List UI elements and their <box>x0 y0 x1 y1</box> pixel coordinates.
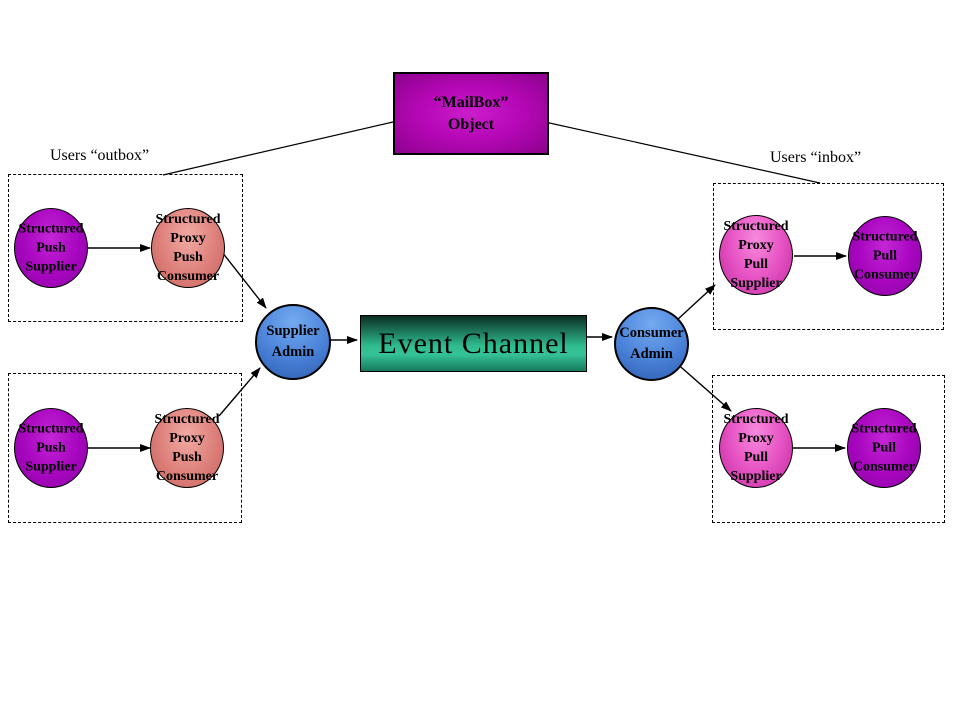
supplier-admin-label: Supplier Admin <box>266 323 320 360</box>
proxy-push-consumer-top-ellipse <box>151 208 225 288</box>
node-proxy-push-consumer-bottom: Structured Proxy Push Consumer <box>150 408 224 488</box>
inbox-group-top <box>713 183 944 330</box>
outbox-zone-label: Users “outbox” <box>50 147 150 164</box>
push-supplier-top-label: Structured Push Supplier <box>18 221 84 275</box>
outbox-group-top <box>8 174 243 322</box>
connector-consumeradmin-pulltop <box>676 284 716 321</box>
mailbox-object-node: “MailBox” Object <box>393 72 549 155</box>
push-supplier-top-ellipse <box>14 208 88 288</box>
inbox-group-bottom <box>712 375 945 523</box>
node-push-supplier-bottom: Structured Push Supplier <box>14 408 88 488</box>
connector-proxytop-supplieradmin <box>221 251 267 309</box>
proxy-pull-supplier-bottom-label: Structured Proxy Pull Supplier <box>723 412 789 484</box>
outbox-group-bottom <box>8 373 242 523</box>
node-proxy-pull-supplier-bottom: Structured Proxy Pull Supplier <box>719 408 793 488</box>
push-supplier-bottom-ellipse <box>14 408 88 488</box>
node-push-supplier-top: Structured Push Supplier <box>14 208 88 288</box>
mailbox-object-label: “MailBox” Object <box>433 93 509 133</box>
node-pull-consumer-top: Structured Pull Consumer <box>848 216 922 296</box>
pull-consumer-top-ellipse <box>848 216 922 296</box>
event-channel-label: Event Channel <box>378 326 569 360</box>
consumer-admin-label: Consumer Admin <box>619 325 684 362</box>
pull-consumer-bottom-ellipse <box>847 408 921 488</box>
connector-consumeradmin-pullbottom <box>673 360 732 412</box>
pull-consumer-bottom-label: Structured Pull Consumer <box>851 421 917 475</box>
node-pull-consumer-bottom: Structured Pull Consumer <box>847 408 921 488</box>
push-supplier-bottom-label: Structured Push Supplier <box>18 421 84 475</box>
pull-consumer-top-label: Structured Pull Consumer <box>852 229 918 283</box>
proxy-push-consumer-bottom-label: Structured Proxy Push Consumer <box>154 412 220 484</box>
proxy-pull-supplier-bottom-ellipse <box>719 408 793 488</box>
proxy-push-consumer-bottom-ellipse <box>150 408 224 488</box>
proxy-pull-supplier-top-label: Structured Proxy Pull Supplier <box>723 219 789 291</box>
consumer-admin-node: Consumer Admin <box>614 307 689 381</box>
node-proxy-push-consumer-top: Structured Proxy Push Consumer <box>151 208 225 288</box>
connector-proxybottom-supplieradmin <box>218 367 261 417</box>
node-proxy-pull-supplier-top: Structured Proxy Pull Supplier <box>719 215 793 295</box>
proxy-pull-supplier-top-ellipse <box>719 215 793 295</box>
connector-mailbox-outbox <box>162 121 394 176</box>
inbox-zone-label: Users “inbox” <box>770 149 862 166</box>
supplier-admin-node: Supplier Admin <box>255 304 331 380</box>
event-channel-node: Event Channel <box>360 315 587 372</box>
connector-mailbox-inbox <box>544 121 821 184</box>
proxy-push-consumer-top-label: Structured Proxy Push Consumer <box>155 212 221 284</box>
